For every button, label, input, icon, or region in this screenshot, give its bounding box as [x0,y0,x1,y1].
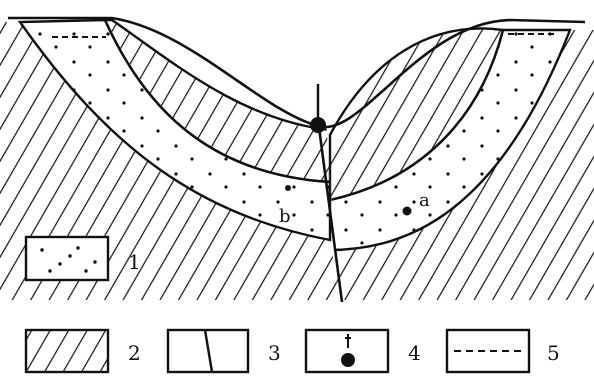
legend-label-4: 4 [408,341,421,365]
legend-item-2: 2 [24,328,141,374]
legend-label-3: 3 [268,341,281,365]
point-a-label: a [419,190,430,211]
legend-item-4: 4 [304,328,421,374]
diagonal-hatch-swatch [24,328,110,374]
lower-hatched-strata-right [330,30,594,300]
legend-label-5: 5 [547,341,560,365]
well-symbol [310,84,326,133]
lower-hatched-strata-left [0,22,338,300]
upper-hatched-strata-left [103,18,332,184]
legend-label-1: 1 [128,250,141,274]
syncline-right-block [328,27,594,300]
point-a-marker [402,206,412,216]
legend: 1 2 3 4 5 [24,235,560,374]
point-b-label: b [279,206,291,227]
point-b-marker [285,185,291,191]
legend-item-1: 1 [24,235,141,282]
legend-label-2: 2 [128,341,141,365]
cross-section: a b [0,16,594,303]
syncline-left-block [0,18,338,300]
legend-item-3: 3 [166,328,281,374]
dotted-sandstone-swatch [24,235,110,282]
legend-item-5: 5 [445,328,560,374]
fault-line [316,119,344,303]
